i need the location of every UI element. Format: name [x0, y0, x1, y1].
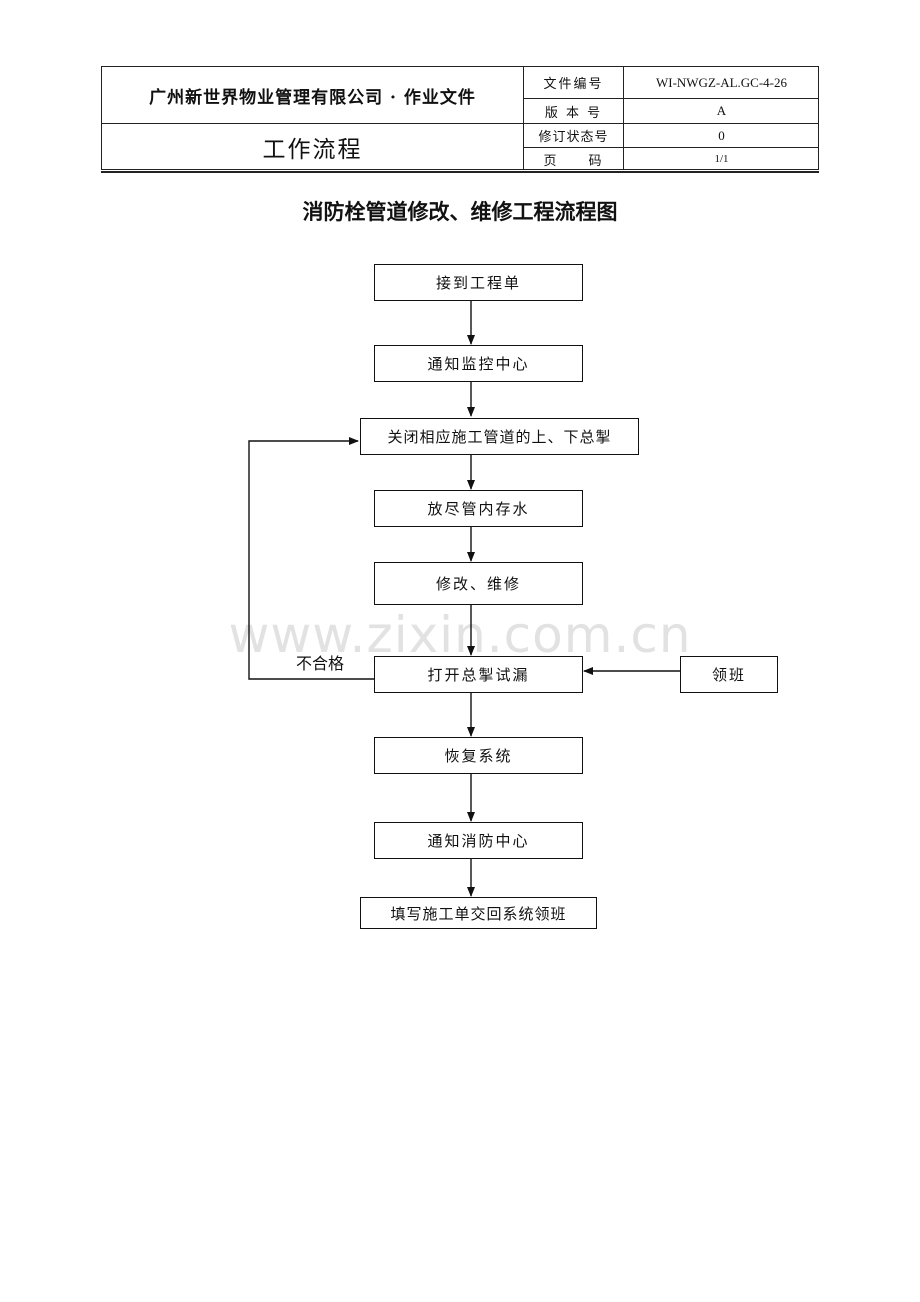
company-name: 广州新世界物业管理有限公司 · 作业文件	[149, 87, 476, 108]
step-close-valves: 关闭相应施工管道的上、下总掣	[360, 418, 639, 455]
field-value-revision: 0	[718, 127, 725, 143]
document-header-table: 广州新世界物业管理有限公司 · 作业文件 工作流程 文件编号 WI-NWGZ-A…	[101, 66, 819, 170]
loop-back-line	[248, 437, 374, 680]
loop-label-fail: 不合格	[296, 654, 345, 673]
step-drain-water: 放尽管内存水	[374, 490, 583, 527]
step-restore-system: 恢复系统	[374, 737, 583, 774]
field-value-version: A	[716, 103, 727, 118]
step-notify-monitoring: 通知监控中心	[374, 345, 583, 382]
side-node-foreman: 领班	[680, 656, 778, 693]
page-title: 消防栓管道修改、维修工程流程图	[302, 200, 618, 224]
field-label-revision: 修订状态号	[538, 130, 609, 145]
field-label-version: 版 本 号	[544, 105, 603, 121]
step-receive-work-order: 接到工程单	[374, 264, 583, 301]
field-value-doc-number: WI-NWGZ-AL.GC-4-26	[655, 74, 788, 90]
field-label-doc-number: 文件编号	[543, 77, 604, 92]
step-notify-fire-center: 通知消防中心	[374, 822, 583, 859]
field-value-page: 1/1	[714, 153, 729, 165]
header-rule	[101, 171, 819, 173]
step-return-work-order: 填写施工单交回系统领班	[360, 897, 597, 929]
field-label-page: 页 码	[543, 153, 604, 169]
document-type: 工作流程	[262, 136, 363, 163]
step-repair: 修改、维修	[374, 562, 583, 605]
step-open-and-test: 打开总掣试漏	[374, 656, 583, 693]
watermark: www.zixin.com.cn	[228, 606, 692, 664]
